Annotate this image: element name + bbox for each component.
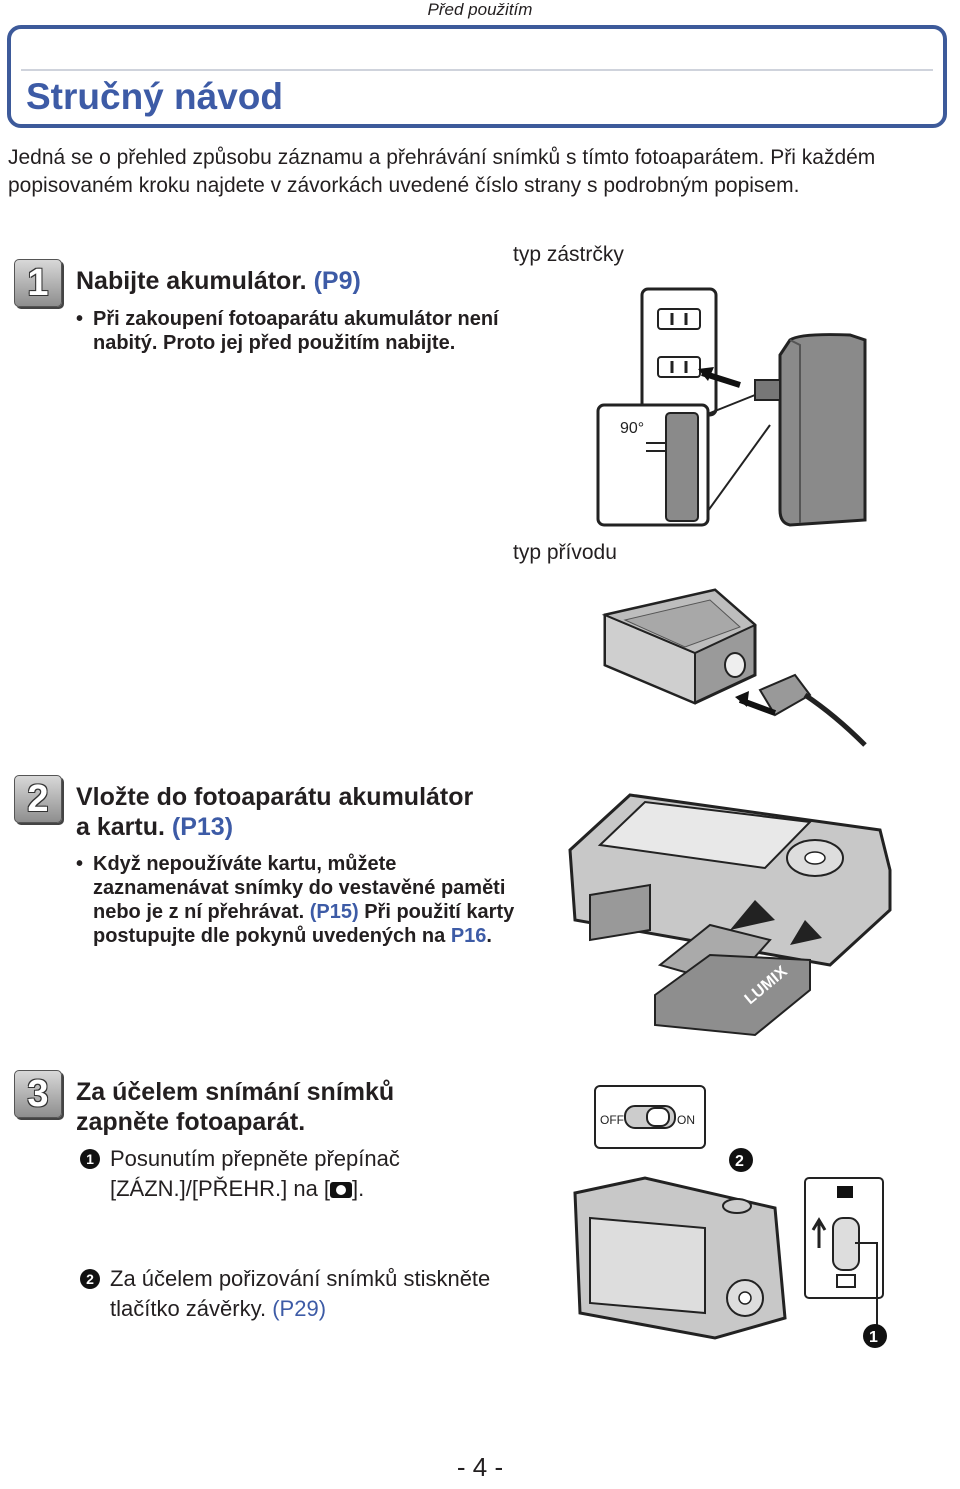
page-title: Stručný návod (26, 76, 283, 117)
step-2-bullet: Když nepoužíváte kartu, můžete zaznamená… (76, 852, 533, 948)
step-1-page-ref[interactable]: (P9) (313, 267, 361, 295)
svg-text:ON: ON (677, 1113, 695, 1127)
step-1-title: Nabijte akumulátor. (76, 267, 307, 295)
camera-icon (330, 1182, 353, 1198)
step-1-badge: 1 (14, 259, 62, 307)
step-3-title-line2: zapněte fotoaparát. (76, 1108, 306, 1136)
step-3-page-ref[interactable]: (P29) (272, 1296, 327, 1321)
title-box (7, 25, 947, 128)
step-2-ref-p15[interactable]: (P15) (309, 901, 359, 923)
step-3-heading: Za účelem snímání snímků zapněte fotoapa… (76, 1077, 394, 1137)
step-1-heading: Nabijte akumulátor. (P9) (76, 266, 361, 296)
step-3-item-1: 1 Posunutím přepněte přepínač [ZÁZN.]/[P… (76, 1144, 510, 1204)
svg-text:1: 1 (869, 1329, 878, 1346)
step-2-title-line1: Vložte do fotoaparátu akumulátor (76, 783, 474, 811)
page-number: - 4 - (456, 1452, 504, 1482)
intro-text: Jedná se o přehled způsobu záznamu a pře… (8, 146, 876, 197)
svg-text:2: 2 (735, 1153, 744, 1170)
step-3-badge: 3 (14, 1070, 62, 1118)
plug-charger-illustration: 90° (596, 287, 867, 527)
step-2-page-ref[interactable]: (P13) (171, 813, 234, 841)
marker-2: 2 (80, 1269, 100, 1289)
step-1-bullet: Při zakoupení fotoaparátu akumulátor nen… (76, 307, 523, 355)
angle-label: 90° (620, 420, 644, 437)
battery (654, 953, 811, 1037)
step-2-badge: 2 (14, 775, 62, 823)
charger-body (778, 333, 867, 527)
svg-text:OFF: OFF (600, 1113, 624, 1127)
section-header: Před použitím (427, 0, 533, 19)
camera-card-illustration: LUMIX (568, 793, 892, 1037)
wall-outlet (640, 287, 718, 417)
marker-1: 1 (80, 1149, 100, 1169)
cord-charger-illustration (601, 588, 867, 747)
step-3-item-2: 2 Za účelem pořizování snímků stiskněte … (76, 1264, 510, 1324)
step-2-heading: Vložte do fotoaparátu akumulátor a kartu… (76, 782, 473, 842)
step-3-title-line1: Za účelem snímání snímků (76, 1078, 395, 1106)
camera-power-illustration: OFF ON 2 1 (573, 1085, 887, 1348)
plug-type-caption: typ zástrčky (513, 243, 624, 266)
step-2-ref-p16[interactable]: P16 (450, 925, 487, 947)
cord-type-caption: typ přívodu (513, 541, 617, 564)
step-2-title-line2: a kartu. (76, 813, 165, 841)
